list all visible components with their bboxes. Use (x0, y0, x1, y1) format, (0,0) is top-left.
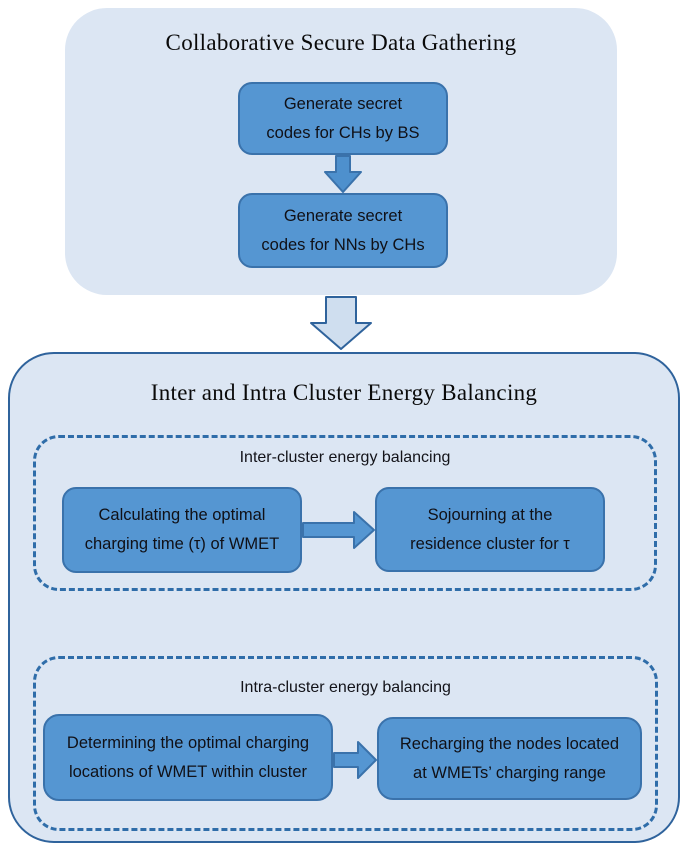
secure-data-gathering-panel: Collaborative Secure Data Gathering Gene… (65, 8, 617, 295)
flow-node-label: Determining the optimal charging locatio… (66, 733, 310, 781)
right-arrow-icon (333, 741, 377, 779)
intra-cluster-group: Intra-cluster energy balancing Determini… (33, 656, 658, 831)
flow-node-calc-charging-time: Calculating the optimal charging time (τ… (62, 487, 302, 573)
flow-node-sojourning: Sojourning at the residence cluster for … (375, 487, 605, 572)
flow-node-label: Recharging the nodes located at WMETs’ c… (399, 734, 620, 782)
intra-cluster-group-label: Intra-cluster energy balancing (240, 679, 451, 696)
flow-node-generate-codes-chs: Generate secret codes for CHs by BS (238, 82, 448, 155)
flow-node-label: Generate secret codes for CHs by BS (266, 94, 420, 142)
energy-balancing-title: Inter and Intra Cluster Energy Balancing (150, 380, 538, 405)
flow-node-label: Sojourning at the residence cluster for … (410, 505, 570, 553)
flow-node-label: Generate secret codes for NNs by CHs (261, 206, 425, 254)
energy-balancing-panel: Inter and Intra Cluster Energy Balancing… (8, 352, 680, 843)
inter-cluster-group-label: Inter-cluster energy balancing (239, 449, 451, 466)
secure-data-gathering-title: Collaborative Secure Data Gathering (165, 30, 517, 55)
right-arrow-icon (302, 511, 375, 549)
flow-node-label: Calculating the optimal charging time (τ… (84, 506, 280, 553)
flow-node-recharging-nodes: Recharging the nodes located at WMETs’ c… (377, 717, 642, 800)
down-arrow-icon (324, 155, 362, 193)
flow-node-generate-codes-nns: Generate secret codes for NNs by CHs (238, 193, 448, 268)
flow-down-arrow-icon (310, 296, 372, 350)
flow-node-determine-locations: Determining the optimal charging locatio… (43, 714, 333, 801)
inter-cluster-group: Inter-cluster energy balancing Calculati… (33, 435, 657, 591)
